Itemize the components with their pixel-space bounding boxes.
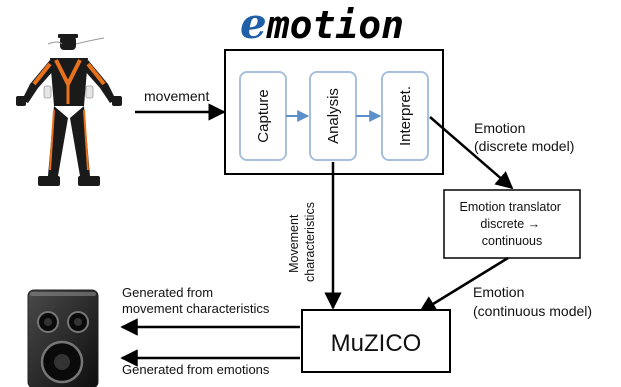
logo-first-letter: e [240,0,267,48]
stage-analysis: Analysis [309,71,357,161]
movement-characteristics-label: Movement characteristics [287,202,317,282]
muzico-box [301,309,451,373]
stage-interpret-label: Interpret. [397,86,414,146]
logo-rest: motion [266,3,404,47]
emotion-continuous-label: Emotion (continuous model) [473,284,592,319]
muzico-label: MuZICO [331,330,422,357]
motion-capture-suit-figure [16,34,122,186]
generated-emotions-label: Generated from emotions [122,362,270,377]
generated-movement-label: Generated from movement characteristics [122,285,270,316]
emotion-discrete-arrow [429,116,514,190]
emotion-continuous-arrow [418,256,509,314]
emotion-translator-label: Emotion translator discrete → continuous [460,200,565,248]
emotion-translator-box [443,189,581,259]
emotion-discrete-label: Emotion (discrete model) [474,120,574,154]
stage-analysis-label: Analysis [325,88,342,144]
stage-interpret: Interpret. [381,71,429,161]
speaker-icon [27,289,99,387]
emotion-logo: emotion [240,0,404,48]
stage-capture: Capture [239,71,287,161]
stage-capture-label: Capture [255,89,272,142]
movement-label: movement [144,88,209,104]
